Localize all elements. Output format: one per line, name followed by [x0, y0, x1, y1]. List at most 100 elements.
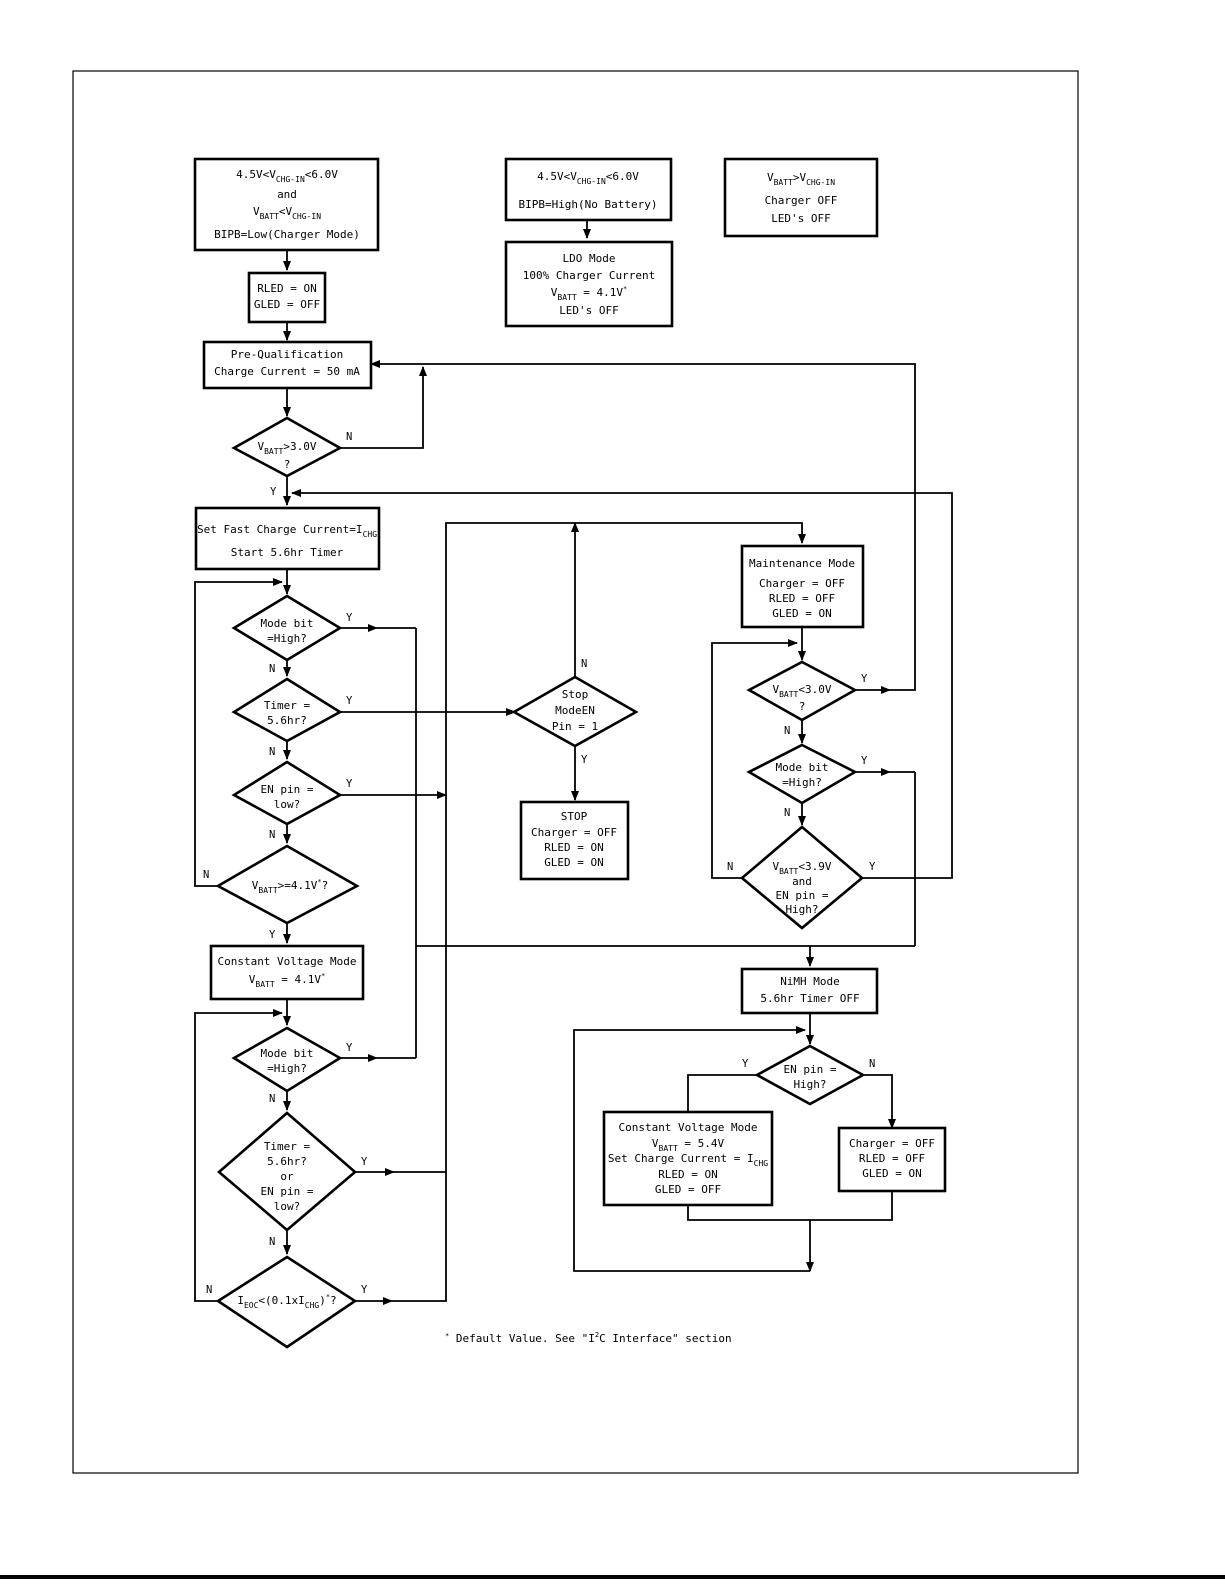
- box-fast-charge: Set Fast Charge Current=ICHG Start 5.6hr…: [194, 506, 381, 571]
- svg-text:High?: High?: [785, 903, 818, 916]
- box-stop: STOP Charger = OFF RLED = ON GLED = ON: [519, 800, 630, 881]
- svg-text:EN pin =: EN pin =: [261, 1185, 314, 1198]
- footnote: * Default Value. See "I2C Interface" sec…: [445, 1331, 732, 1345]
- svg-text:High?: High?: [793, 1078, 826, 1091]
- svg-text:Mode bit: Mode bit: [261, 1047, 314, 1060]
- decision-en-pin-high: EN pin = High?: [754, 1044, 866, 1106]
- svg-text:?: ?: [799, 700, 806, 713]
- connectors: [194, 220, 953, 1305]
- svg-text:EN pin =: EN pin =: [261, 783, 314, 796]
- svg-text:RLED = OFF: RLED = OFF: [859, 1152, 925, 1165]
- label-y: Y: [346, 612, 353, 624]
- svg-text:VBATT>=4.1V*?: VBATT>=4.1V*?: [252, 878, 328, 895]
- svg-text:LED's OFF: LED's OFF: [559, 304, 619, 317]
- label-n: N: [269, 1093, 275, 1105]
- svg-text:VBATT = 4.1V*: VBATT = 4.1V*: [551, 285, 627, 302]
- label-n: N: [346, 431, 352, 443]
- svg-text:Pin = 1: Pin = 1: [552, 720, 598, 733]
- box-nimh-mode: NiMH Mode 5.6hr Timer OFF: [740, 967, 879, 1015]
- svg-text:STOP: STOP: [561, 810, 588, 823]
- svg-text:=High?: =High?: [267, 1062, 307, 1075]
- svg-text:Charge Current = 50 mA: Charge Current = 50 mA: [214, 365, 360, 378]
- label-y: Y: [346, 1042, 353, 1054]
- svg-text:EN pin =: EN pin =: [784, 1063, 837, 1076]
- label-n: N: [727, 861, 733, 873]
- svg-text:Charger = OFF: Charger = OFF: [531, 826, 617, 839]
- svg-text:Pre-Qualification: Pre-Qualification: [231, 348, 344, 361]
- svg-text:VBATT<3.9V: VBATT<3.9V: [772, 860, 831, 876]
- svg-text:Stop: Stop: [562, 688, 589, 701]
- decision-ieoc: IEOC<(0.1xICHG)*?: [215, 1255, 358, 1349]
- svg-text:EN pin =: EN pin =: [776, 889, 829, 902]
- svg-text:Constant Voltage Mode: Constant Voltage Mode: [217, 955, 356, 968]
- page-bottom-rule: [0, 1575, 1225, 1579]
- svg-text:GLED = ON: GLED = ON: [862, 1167, 922, 1180]
- decision-en-pin-low-1: EN pin = low?: [231, 760, 343, 826]
- svg-text:LDO Mode: LDO Mode: [563, 252, 616, 265]
- label-y: Y: [861, 673, 868, 685]
- svg-text:GLED = OFF: GLED = OFF: [254, 298, 320, 311]
- label-n: N: [784, 725, 790, 737]
- decision-mode-bit-3: Mode bit =High?: [746, 743, 858, 805]
- svg-text:or: or: [280, 1170, 294, 1183]
- decision-vbatt-lt-3v9-and-en: VBATT<3.9V and EN pin = High?: [739, 825, 865, 930]
- svg-text:100% Charger Current: 100% Charger Current: [523, 269, 655, 282]
- svg-text:RLED = ON: RLED = ON: [257, 282, 317, 295]
- decision-mode-bit-1: Mode bit =High?: [231, 594, 343, 662]
- svg-text:IEOC<(0.1xICHG)*?: IEOC<(0.1xICHG)*?: [237, 1293, 336, 1310]
- svg-text:4.5V<VCHG-IN<6.0V: 4.5V<VCHG-IN<6.0V: [537, 170, 639, 186]
- decision-vbatt-lt-3v0: VBATT<3.0V ?: [746, 660, 858, 722]
- label-y: Y: [361, 1284, 368, 1296]
- svg-text:VBATT = 4.1V*: VBATT = 4.1V*: [249, 972, 325, 989]
- svg-text:Charger = OFF: Charger = OFF: [849, 1137, 935, 1150]
- label-y: Y: [346, 695, 353, 707]
- svg-text:Constant Voltage Mode: Constant Voltage Mode: [618, 1121, 757, 1134]
- label-n: N: [269, 829, 275, 841]
- svg-text:ModeEN: ModeEN: [555, 704, 595, 717]
- box-pre-qualification: Pre-Qualification Charge Current = 50 mA: [202, 340, 373, 390]
- svg-text:Mode bit: Mode bit: [261, 617, 314, 630]
- label-n: N: [203, 869, 209, 881]
- decision-mode-bit-2: Mode bit =High?: [231, 1026, 343, 1093]
- box-ldo-mode: LDO Mode 100% Charger Current VBATT = 4.…: [504, 240, 674, 328]
- svg-text:Timer =: Timer =: [264, 699, 311, 712]
- svg-text:GLED = ON: GLED = ON: [772, 607, 832, 620]
- svg-text:5.6hr?: 5.6hr?: [267, 714, 307, 727]
- svg-text:and: and: [792, 875, 812, 888]
- decision-timer-or-en-2: Timer = 5.6hr? or EN pin = low?: [217, 1111, 357, 1232]
- page-frame: [72, 70, 1079, 1474]
- label-n: N: [784, 807, 790, 819]
- decision-vbatt-ge-4v1: VBATT>=4.1V*?: [215, 844, 360, 925]
- svg-text:VBATT>VCHG-IN: VBATT>VCHG-IN: [767, 171, 835, 187]
- svg-text:5.6hr Timer OFF: 5.6hr Timer OFF: [760, 992, 859, 1005]
- svg-text:RLED = OFF: RLED = OFF: [769, 592, 835, 605]
- svg-text:BIPB=Low(Charger Mode): BIPB=Low(Charger Mode): [214, 228, 360, 241]
- label-y: Y: [270, 486, 277, 498]
- decision-stop-mode-en: Stop ModeEN Pin = 1: [511, 675, 639, 748]
- label-y: Y: [581, 754, 588, 766]
- svg-text:VBATT = 5.4V: VBATT = 5.4V: [652, 1137, 725, 1153]
- svg-text:Charger OFF: Charger OFF: [765, 194, 838, 207]
- svg-text:Set Charge Current = ICHG: Set Charge Current = ICHG: [608, 1152, 768, 1168]
- box-charger-off-condition: VBATT>VCHG-IN Charger OFF LED's OFF: [723, 157, 879, 238]
- branch-labels: N Y Y N Y N Y N N Y Y N Y N N Y N Y Y N …: [203, 431, 876, 1296]
- label-n: N: [869, 1058, 875, 1070]
- svg-text:LED's OFF: LED's OFF: [771, 212, 831, 225]
- svg-text:Timer =: Timer =: [264, 1140, 311, 1153]
- svg-text:and: and: [277, 188, 297, 201]
- label-y: Y: [361, 1156, 368, 1168]
- label-n: N: [269, 1236, 275, 1248]
- svg-text:5.6hr?: 5.6hr?: [267, 1155, 307, 1168]
- box-led-init: RLED = ON GLED = OFF: [247, 271, 327, 324]
- svg-text:low?: low?: [274, 798, 301, 811]
- decision-timer-1: Timer = 5.6hr?: [231, 677, 343, 743]
- svg-text:RLED = ON: RLED = ON: [658, 1168, 718, 1181]
- label-y: Y: [742, 1058, 749, 1070]
- label-n: N: [269, 663, 275, 675]
- label-y: Y: [869, 861, 876, 873]
- svg-text:low?: low?: [274, 1200, 301, 1213]
- label-n: N: [269, 746, 275, 758]
- svg-text:Mode bit: Mode bit: [776, 761, 829, 774]
- svg-text:Charger = OFF: Charger = OFF: [759, 577, 845, 590]
